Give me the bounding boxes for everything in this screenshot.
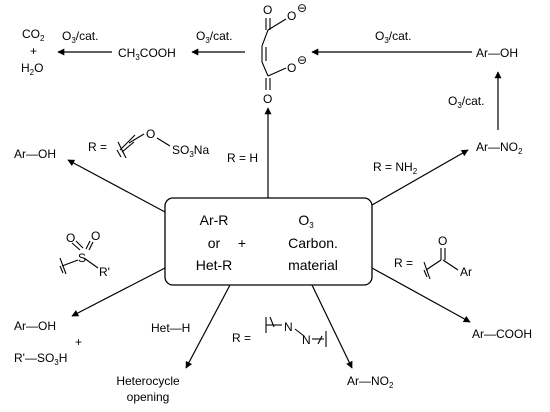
arrow-box-to-heterocycle (185, 284, 231, 369)
maleate-o-bottom-right: O (287, 61, 296, 75)
arrow-box-to-nitroarene (371, 149, 469, 206)
acetic-acid: CH3COOH (118, 46, 176, 62)
center-carbon: Carbon. (288, 235, 338, 251)
azo-n2: N (302, 333, 311, 347)
arrow-box-to-phenol-left (67, 159, 166, 213)
center-het-r: Het-R (196, 257, 233, 273)
sulfonate-r-label: R = (88, 140, 107, 154)
phenol-top-right: Ar—OH (476, 46, 518, 60)
arrow-box-to-carboxylic (371, 267, 471, 323)
products-plus: + (30, 44, 37, 58)
nitroarene-right: Ar—NO2 (476, 140, 523, 156)
center-ar-r: Ar-R (200, 212, 229, 228)
center-plus: + (238, 235, 246, 251)
maleate-o-bottom: O (263, 92, 272, 106)
arrow-box-to-sulfonic (71, 267, 166, 317)
center-ozone: O3 (298, 212, 314, 230)
nitroarene-bottom: Ar—NO2 (347, 374, 394, 390)
bottom-left-plus: + (75, 335, 82, 349)
ketone-substituent (423, 248, 459, 280)
phenol-left: Ar—OH (14, 147, 56, 161)
het-h-label: Het—H (151, 321, 190, 335)
reagent-o3-cat-2: O3/cat. (196, 29, 232, 45)
sulfonate-substituent (116, 133, 145, 159)
arrow-box-to-nitro-bottom (311, 284, 353, 369)
sulfonate-o: O (146, 127, 155, 141)
h2o-label: H2O (21, 61, 43, 77)
reagent-o3-cat-4: O3/cat. (448, 94, 484, 110)
maleate-minus-bottom: ⊖ (297, 53, 307, 67)
azo-r-label: R = (232, 331, 251, 345)
sulfonate-so3na: SO3Na (172, 143, 209, 159)
carboxylic-acid: Ar—COOH (472, 327, 532, 341)
ketone-r-label: R = (394, 256, 413, 270)
sulfone-o1: O (66, 231, 75, 245)
reagent-o3-cat-3: O3/cat. (375, 29, 411, 45)
center-or: or (208, 235, 221, 251)
co2-label: CO2 (22, 27, 45, 43)
maleate-o-top-right: O (287, 9, 296, 23)
ketone-o: O (438, 234, 447, 248)
heterocycle-line2: opening (127, 390, 170, 404)
maleate-structure: O O ⊖ O ⊖ O (261, 1, 307, 106)
condition-r-h: R = H (227, 151, 258, 165)
sulfone-substituent (59, 240, 99, 275)
ketone-ar: Ar (460, 265, 472, 279)
heterocycle-line1: Heterocycle (116, 374, 180, 388)
phenol-bottom-left: Ar—OH (14, 319, 56, 333)
center-material: material (288, 257, 338, 273)
maleate-minus-top: ⊖ (297, 1, 307, 15)
maleate-o-top: O (263, 3, 272, 17)
reagent-o3-cat-1: O3/cat. (62, 29, 98, 45)
sulfone-s: S (78, 251, 86, 265)
condition-r-nh2: R = NH2 (373, 160, 418, 176)
azo-substituent (265, 316, 327, 347)
sulfonic-acid: R'—SO3H (14, 351, 67, 367)
sulfone-r-prime: R' (99, 265, 110, 279)
sulfone-o2: O (91, 229, 100, 243)
azo-n1: N (284, 320, 293, 334)
